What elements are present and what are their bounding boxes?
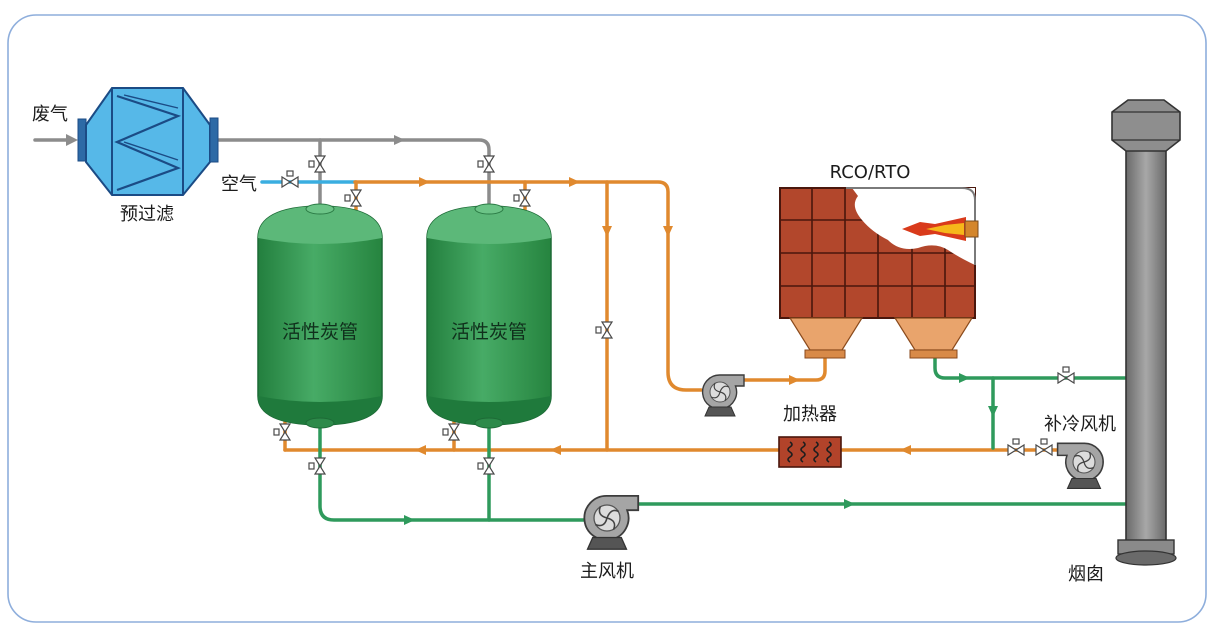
rco-rto-unit: RCO/RTO: [779, 162, 979, 359]
tank-top-dome: [427, 206, 551, 244]
pipes: [33, 138, 1128, 522]
filter-media: [123, 94, 179, 161]
chimney-cap: [1111, 99, 1181, 152]
tube1-outlet-pipe: [318, 423, 588, 522]
rco-feed-pipe: [742, 356, 827, 382]
heater-coil: [787, 441, 793, 463]
arrow-right-icon: [789, 375, 800, 385]
arrow-right-icon: [419, 177, 430, 187]
arrow-left-icon: [550, 445, 561, 455]
arrow-down-icon: [602, 226, 612, 237]
desorption-header-pipe: [353, 180, 703, 392]
carbon-tube-1: 活性炭管: [257, 203, 383, 429]
chimney-icon: [1125, 147, 1167, 544]
chimney-cap-lines: [1112, 111, 1180, 141]
heater-coil: [813, 441, 819, 463]
makeup-cooling-fan: 补冷风机: [1044, 414, 1116, 490]
prefilter-outlet-flange: [209, 117, 219, 163]
rco-left-outlet: [804, 349, 846, 359]
tank-bottom-nozzle: [474, 417, 504, 429]
prefilter-outlet-pipe: [216, 138, 491, 208]
heater-label: 加热器: [783, 404, 837, 425]
rco-right-outlet: [909, 349, 958, 359]
chimney-label: 烟囱: [1068, 564, 1104, 585]
arrow-right-icon: [959, 373, 970, 383]
arrow-left-icon: [900, 445, 911, 455]
main-fan-label: 主风机: [580, 561, 634, 582]
carbon-tube-1-label: 活性炭管: [282, 321, 358, 343]
carbon-tube-2: 活性炭管: [426, 203, 552, 429]
tank-top-nozzle: [474, 203, 504, 215]
arrow-right-icon: [66, 134, 78, 146]
filter-media: [114, 94, 182, 192]
tank-top-nozzle: [305, 203, 335, 215]
arrow-right-icon: [394, 135, 405, 145]
rco-housing-outline: [846, 187, 976, 265]
heater-icon: [778, 436, 842, 468]
prefilter-unit: [77, 87, 219, 196]
arrow-left-icon: [415, 445, 426, 455]
prefilter-inlet-flange: [77, 118, 87, 162]
rco-rto-label: RCO/RTO: [830, 162, 911, 183]
arrow-right-icon: [404, 515, 415, 525]
tank-bottom-dome: [258, 396, 382, 425]
arrow-down-icon: [988, 406, 998, 417]
chimney-foot: [1115, 550, 1177, 566]
flame-icon: [902, 217, 979, 241]
flow-arrows: [66, 134, 998, 525]
heater-coil: [826, 441, 832, 463]
heater: 加热器: [778, 404, 842, 468]
heater-coil: [800, 441, 806, 463]
chimney: 烟囱: [1068, 99, 1181, 585]
tank-top-dome: [258, 206, 382, 244]
arrow-right-icon: [844, 499, 855, 509]
makeup-cooling-fan-label: 补冷风机: [1044, 414, 1116, 435]
arrow-right-icon: [569, 177, 580, 187]
waste-gas-label: 废气: [32, 104, 68, 125]
tank-bottom-nozzle: [305, 417, 335, 429]
tank-bottom-dome: [427, 396, 551, 425]
main-fan: 主风机: [580, 494, 640, 582]
carbon-tube-2-label: 活性炭管: [451, 321, 527, 343]
rco-exhaust-pipe: [933, 356, 1128, 380]
arrow-down-icon: [663, 226, 673, 237]
air-label: 空气: [221, 174, 257, 195]
prefilter-label: 预过滤: [120, 204, 174, 225]
